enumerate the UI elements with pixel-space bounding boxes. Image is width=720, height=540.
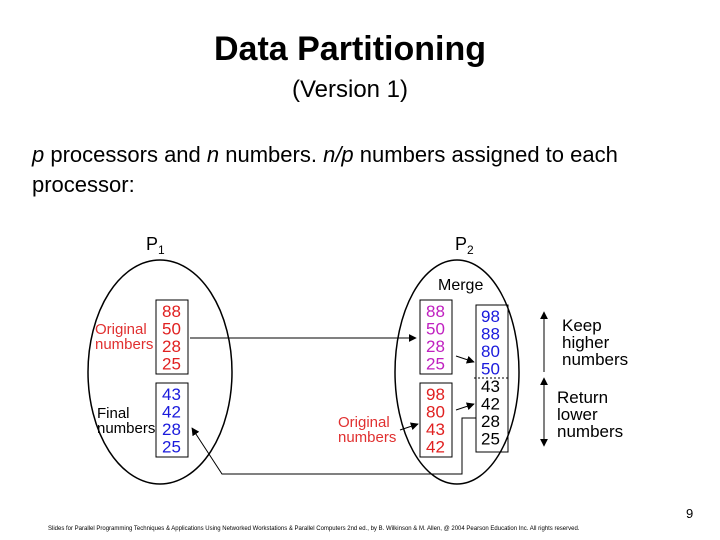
- label-line: numbers: [95, 336, 153, 353]
- number-cell: 25: [481, 430, 500, 449]
- label-line: Keep: [562, 316, 602, 335]
- slide-title: Data Partitioning: [213, 30, 487, 68]
- p1-oval: [87, 259, 233, 485]
- number-cell: 42: [162, 403, 181, 422]
- return-arrow: [191, 417, 476, 475]
- number-cell: 42: [481, 395, 500, 414]
- number-cell: 25: [426, 355, 445, 374]
- number-cell: 98: [481, 307, 500, 326]
- footer-credit: Slides for Parallel Programming Techniqu…: [48, 526, 580, 532]
- number-cell: 80: [426, 403, 445, 422]
- p1-original-box: [155, 299, 189, 375]
- merge-label: Merge: [438, 277, 483, 294]
- page-number: 9: [686, 506, 694, 521]
- original-pointer-arrow: [399, 422, 419, 431]
- number-cell: 28: [481, 412, 500, 431]
- label-line: Final: [97, 405, 130, 422]
- label-line: Original: [95, 321, 147, 338]
- label-line: Original: [338, 414, 390, 431]
- number-cell: 98: [426, 385, 445, 404]
- merge-arrow-lower: [455, 402, 475, 411]
- p2-original-box: [419, 382, 453, 458]
- number-cell: 43: [426, 420, 445, 439]
- var-np: n/p: [323, 142, 354, 167]
- label-line: numbers: [557, 422, 623, 441]
- var-p: p: [32, 142, 45, 167]
- number-cell: 88: [162, 302, 181, 321]
- label-line: lower: [557, 405, 598, 424]
- slide-text: p processors and n numbers. n/p numbers …: [32, 140, 692, 200]
- text-part-3: numbers assigned to each processor:: [32, 142, 618, 197]
- number-cell: 42: [426, 438, 445, 457]
- number-cell: 80: [481, 342, 500, 361]
- label-line: numbers: [338, 429, 396, 446]
- p1-label: P1: [146, 234, 165, 257]
- label-line: numbers: [97, 420, 155, 437]
- number-cell: 43: [481, 377, 500, 396]
- p2-label: P2: [455, 234, 474, 257]
- number-cell: 25: [162, 438, 181, 457]
- p1-final-box: [155, 382, 189, 458]
- number-cell: 43: [162, 385, 181, 404]
- text-part-1: processors and: [44, 142, 207, 167]
- number-cell: 50: [481, 360, 500, 379]
- number-cell: 28: [426, 337, 445, 356]
- number-cell: 88: [481, 325, 500, 344]
- p2-copy-box: [419, 299, 453, 375]
- p2-oval: [394, 259, 520, 485]
- merge-arrow-upper: [455, 355, 475, 364]
- slide-subtitle: (Version 1): [291, 76, 409, 103]
- number-cell: 25: [162, 355, 181, 374]
- label-line: numbers: [562, 350, 628, 369]
- number-cell: 50: [426, 320, 445, 339]
- label-line: Return: [557, 388, 608, 407]
- number-cell: 50: [162, 320, 181, 339]
- label-line: higher: [562, 333, 610, 352]
- number-cell: 28: [162, 337, 181, 356]
- var-n: n: [206, 142, 220, 167]
- text-part-2: numbers.: [219, 142, 324, 167]
- number-cell: 88: [426, 302, 445, 321]
- number-cell: 28: [162, 420, 181, 439]
